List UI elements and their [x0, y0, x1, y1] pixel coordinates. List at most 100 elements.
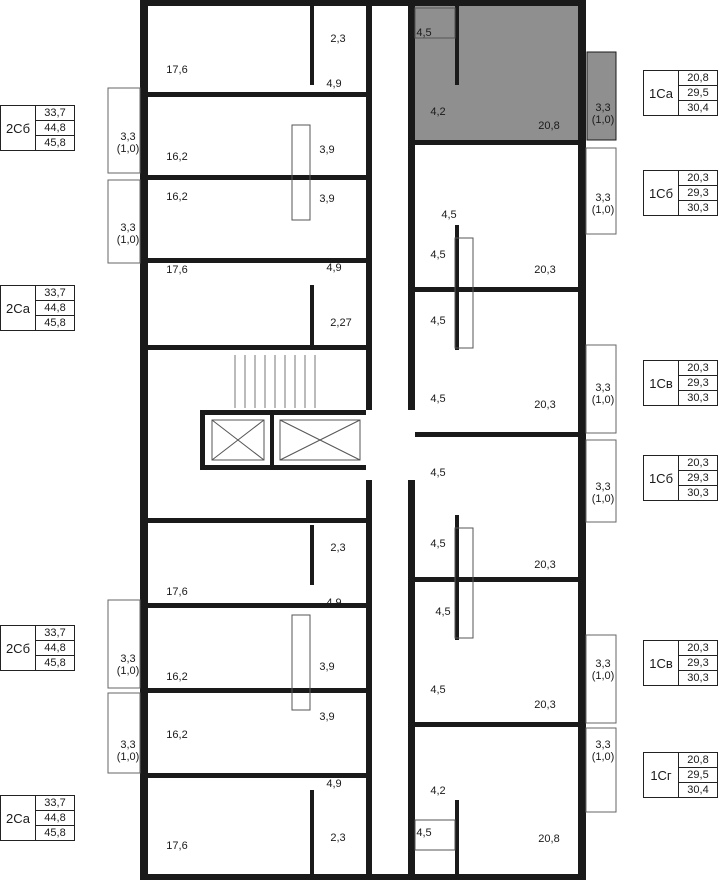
- room-area-label: 4,5: [430, 467, 446, 479]
- living-area: 20,8: [679, 71, 717, 86]
- room-area-label: 3,3 (1,0): [116, 131, 140, 155]
- apartment-code: 1Сб: [644, 171, 679, 215]
- apartment-legend-1sa: 1Са 20,8 29,5 30,4: [643, 70, 718, 116]
- room-area-label: 3,3 (1,0): [116, 222, 140, 246]
- apartment-code: 2Сб: [1, 106, 36, 150]
- apartment-legend-2sb-top: 2Сб 33,7 44,8 45,8: [0, 105, 75, 151]
- room-area-label: 4,5: [430, 249, 446, 261]
- room-area-label: 3,9: [319, 711, 335, 723]
- room-area-label: 2,27: [330, 317, 352, 329]
- total-area: 29,3: [679, 656, 717, 671]
- living-area: 20,3: [679, 361, 717, 376]
- room-area-label: 2,3: [330, 542, 346, 554]
- apartment-code: 1Св: [644, 641, 679, 685]
- balconies-right: [585, 147, 617, 813]
- room-area-label: 3,9: [319, 661, 335, 673]
- apartment-code: 1Св: [644, 361, 679, 405]
- room-area-label: 17,6: [166, 840, 188, 852]
- room-area-label: 4,9: [326, 78, 342, 90]
- room-area-label: 20,3: [534, 399, 556, 411]
- total-area-with-balcony: 45,8: [44, 137, 66, 149]
- apartment-code: 2Са: [1, 286, 36, 330]
- room-area-label: 4,5: [441, 209, 457, 221]
- room-area-label: 20,3: [534, 264, 556, 276]
- outer-walls: [140, 0, 586, 880]
- total-area: 44,8: [36, 301, 74, 316]
- living-area: 20,3: [679, 171, 717, 186]
- highlighted-apartment: [408, 5, 578, 142]
- living-area: 20,3: [679, 456, 717, 471]
- apartment-code: 1Са: [644, 71, 679, 115]
- room-area-label: 3,3 (1,0): [591, 102, 615, 126]
- apartment-legend-2sa-top: 2Са 33,7 44,8 45,8: [0, 285, 75, 331]
- highlighted-balcony: [586, 51, 617, 141]
- room-area-label: 3,3 (1,0): [116, 739, 140, 763]
- room-area-label: 4,9: [326, 778, 342, 790]
- room-area-label: 4,5: [430, 393, 446, 405]
- total-area-with-balcony: 30,3: [687, 487, 709, 499]
- total-area: 44,8: [36, 641, 74, 656]
- room-area-label: 3,3 (1,0): [591, 382, 615, 406]
- room-area-label: 17,6: [166, 64, 188, 76]
- room-area-label: 3,3 (1,0): [591, 658, 615, 682]
- total-area-with-balcony: 30,4: [687, 102, 709, 114]
- bathroom-fixtures: [291, 7, 474, 851]
- room-area-label: 4,5: [416, 27, 432, 39]
- apartment-code: 1Сб: [644, 456, 679, 500]
- total-area: 29,5: [679, 768, 717, 783]
- total-area: 44,8: [36, 811, 74, 826]
- balconies-left: [107, 87, 141, 774]
- room-area-label: 4,9: [326, 597, 342, 609]
- living-area: 20,8: [679, 753, 717, 768]
- room-area-label: 3,3 (1,0): [591, 481, 615, 505]
- total-area: 29,3: [679, 186, 717, 201]
- room-area-label: 16,2: [166, 191, 188, 203]
- room-area-label: 20,8: [538, 833, 560, 845]
- room-area-label: 4,2: [430, 106, 446, 118]
- lift-shafts: [211, 419, 361, 461]
- room-area-label: 4,9: [326, 262, 342, 274]
- room-area-label: 3,3 (1,0): [116, 653, 140, 677]
- apartment-code: 2Сб: [1, 626, 36, 670]
- room-area-label: 3,3 (1,0): [591, 192, 615, 216]
- room-area-label: 2,3: [330, 832, 346, 844]
- apartment-legend-1sv-bottom: 1Св 20,3 29,3 30,3: [643, 640, 718, 686]
- total-area: 29,3: [679, 376, 717, 391]
- total-area: 29,3: [679, 471, 717, 486]
- room-area-label: 16,2: [166, 729, 188, 741]
- total-area: 29,5: [679, 86, 717, 101]
- room-area-label: 4,5: [416, 827, 432, 839]
- apartment-legend-1sg: 1Сг 20,8 29,5 30,4: [643, 752, 718, 798]
- room-area-label: 17,6: [166, 264, 188, 276]
- room-area-label: 3,9: [319, 144, 335, 156]
- total-area: 44,8: [36, 121, 74, 136]
- living-area: 33,7: [36, 626, 74, 641]
- living-area: 33,7: [36, 286, 74, 301]
- room-area-label: 20,3: [534, 559, 556, 571]
- total-area-with-balcony: 30,3: [687, 672, 709, 684]
- room-area-label: 4,5: [430, 538, 446, 550]
- room-area-label: 4,5: [435, 606, 451, 618]
- apartment-code: 2Са: [1, 796, 36, 840]
- apartment-legend-1sb-top: 1Сб 20,3 29,3 30,3: [643, 170, 718, 216]
- total-area-with-balcony: 45,8: [44, 317, 66, 329]
- room-area-label: 16,2: [166, 671, 188, 683]
- living-area: 33,7: [36, 796, 74, 811]
- total-area-with-balcony: 30,3: [687, 392, 709, 404]
- room-area-label: 20,3: [534, 699, 556, 711]
- total-area-with-balcony: 45,8: [44, 827, 66, 839]
- room-area-label: 16,2: [166, 151, 188, 163]
- apartment-legend-1sb-bottom: 1Сб 20,3 29,3 30,3: [643, 455, 718, 501]
- room-area-label: 3,9: [319, 193, 335, 205]
- room-area-label: 3,3 (1,0): [591, 739, 615, 763]
- apartment-legend-1sv-top: 1Св 20,3 29,3 30,3: [643, 360, 718, 406]
- living-area: 20,3: [679, 641, 717, 656]
- apartment-legend-2sb-bottom: 2Сб 33,7 44,8 45,8: [0, 625, 75, 671]
- total-area-with-balcony: 30,3: [687, 202, 709, 214]
- living-area: 33,7: [36, 106, 74, 121]
- room-area-label: 17,6: [166, 586, 188, 598]
- apartment-legend-2sa-bottom: 2Са 33,7 44,8 45,8: [0, 795, 75, 841]
- stair-flight: [234, 355, 316, 408]
- room-area-label: 2,3: [330, 33, 346, 45]
